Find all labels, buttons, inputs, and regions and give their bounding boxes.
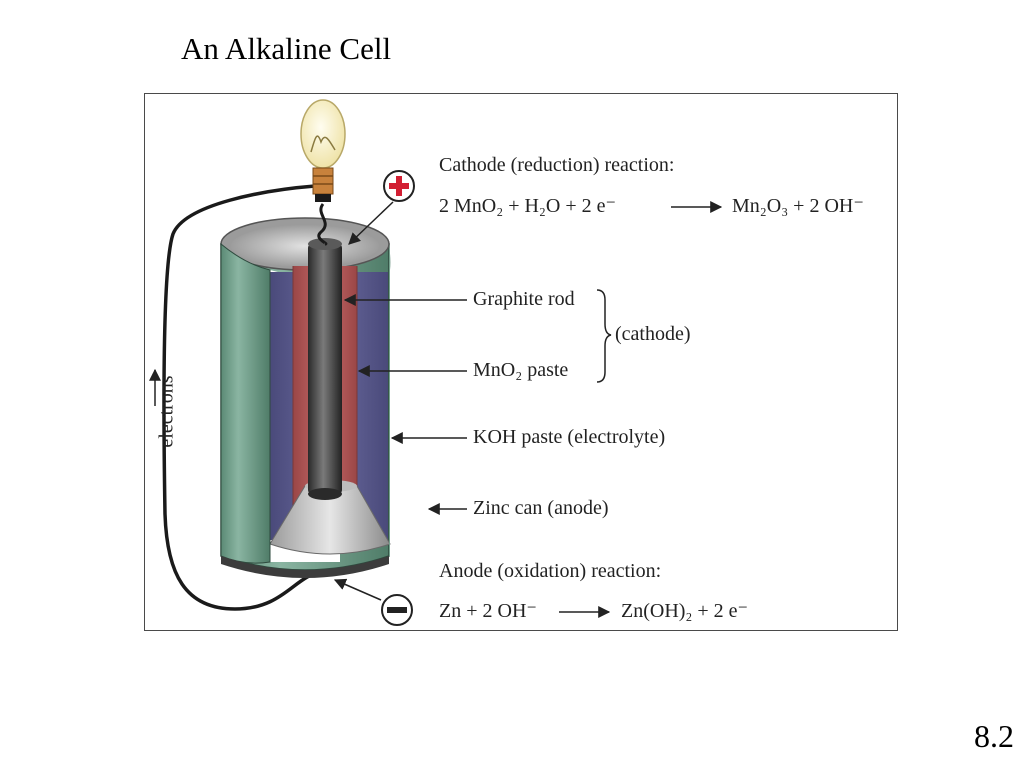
negative-terminal-arrow — [333, 578, 382, 601]
graphite-rod — [308, 238, 342, 500]
positive-terminal-icon — [383, 170, 415, 202]
rod-wire — [317, 203, 328, 246]
cathode-group-label: (cathode) — [615, 323, 691, 345]
bottom-collector — [269, 485, 391, 555]
cathode-equation-right: Mn₂O₃ + 2 OH⁻ — [732, 195, 864, 217]
slide-number: 8.2 — [974, 718, 1014, 754]
zinc-can-label: Zinc can (anode) — [473, 497, 609, 519]
anode-heading: Anode (oxidation) reaction: — [439, 560, 662, 582]
cathode-brace — [596, 289, 612, 383]
slide-title: An Alkaline Cell — [181, 31, 392, 66]
cathode-heading: Cathode (reduction) reaction: — [439, 154, 675, 176]
negative-terminal-icon — [381, 594, 413, 626]
positive-terminal-arrow — [348, 201, 394, 245]
anode-equation-right: Zn(OH)₂ + 2 e⁻ — [621, 600, 749, 622]
cathode-equation-left: 2 MnO₂ + H₂O + 2 e⁻ — [439, 195, 617, 217]
cell-illustration — [149, 99, 723, 626]
graphite-rod-label: Graphite rod — [473, 288, 575, 310]
alkaline-cell-diagram: Cathode (reduction) reaction: 2 MnO₂ + H… — [144, 93, 898, 631]
external-wire — [162, 184, 324, 611]
koh-paste-label: KOH paste (electrolyte) — [473, 426, 666, 448]
mno2-paste-label: MnO₂ paste — [473, 359, 569, 381]
anode-equation-left: Zn + 2 OH⁻ — [439, 600, 537, 622]
electrons-label: electrons — [155, 375, 178, 448]
light-bulb-icon — [300, 99, 346, 202]
